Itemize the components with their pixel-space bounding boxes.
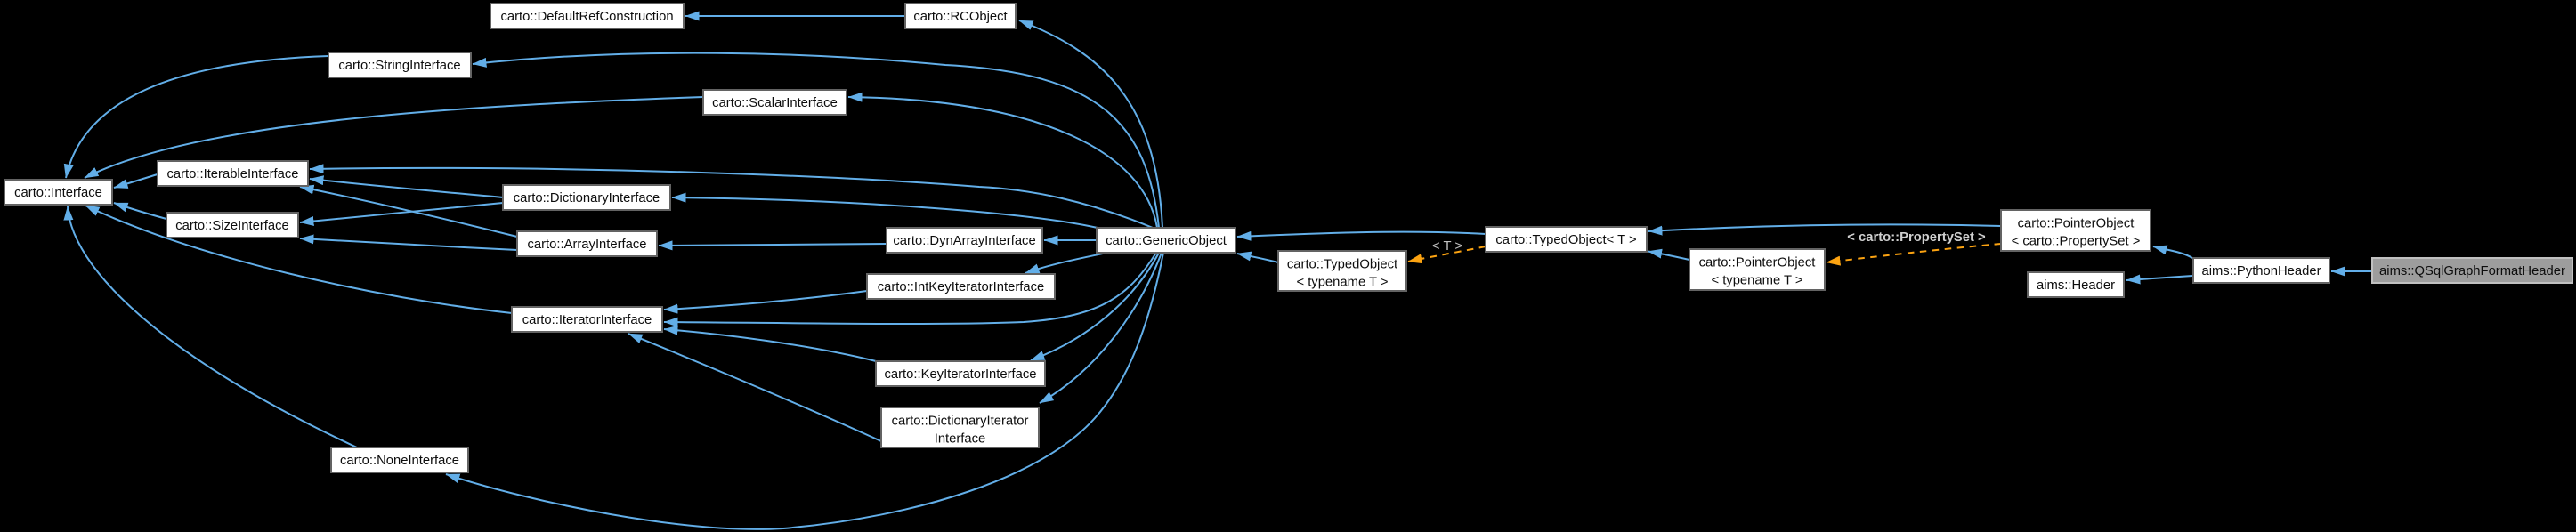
svg-text:carto::IterableInterface: carto::IterableInterface [166,167,298,181]
svg-text:carto::TypedObject: carto::TypedObject [1287,258,1397,272]
svg-text:< carto::PropertySet >: < carto::PropertySet > [2012,235,2141,249]
svg-text:carto::StringInterface: carto::StringInterface [338,59,460,73]
svg-text:carto::IntKeyIteratorInterface: carto::IntKeyIteratorInterface [878,280,1045,294]
svg-text:< typename T >: < typename T > [1711,274,1802,288]
svg-text:carto::Interface: carto::Interface [14,186,102,200]
svg-text:carto::ArrayInterface: carto::ArrayInterface [527,238,646,252]
svg-text:< typename T >: < typename T > [1296,276,1388,290]
svg-text:carto::KeyIteratorInterface: carto::KeyIteratorInterface [884,367,1036,382]
svg-text:carto::ScalarInterface: carto::ScalarInterface [712,96,838,110]
svg-text:aims::Header: aims::Header [2037,278,2115,293]
svg-text:carto::IteratorInterface: carto::IteratorInterface [522,313,652,327]
svg-text:carto::NoneInterface: carto::NoneInterface [340,454,459,468]
svg-text:< carto::PropertySet >: < carto::PropertySet > [1847,230,1986,245]
svg-text:carto::DictionaryInterface: carto::DictionaryInterface [514,191,660,206]
svg-text:carto::RCObject: carto::RCObject [913,10,1007,24]
svg-text:carto::DefaultRefConstruction: carto::DefaultRefConstruction [500,10,673,24]
svg-text:< T >: < T > [1432,239,1462,254]
svg-text:Interface: Interface [935,432,986,447]
svg-text:carto::TypedObject< T >: carto::TypedObject< T > [1495,233,1636,247]
svg-text:carto::PointerObject: carto::PointerObject [1699,256,1816,270]
svg-text:aims::QSqlGraphFormatHeader: aims::QSqlGraphFormatHeader [2379,264,2565,278]
svg-text:carto::GenericObject: carto::GenericObject [1106,234,1227,248]
svg-text:carto::PointerObject: carto::PointerObject [2018,217,2135,231]
svg-text:carto::SizeInterface: carto::SizeInterface [175,219,288,233]
svg-text:carto::DictionaryIterator: carto::DictionaryIterator [892,415,1029,429]
svg-text:carto::DynArrayInterface: carto::DynArrayInterface [893,234,1035,248]
svg-text:aims::PythonHeader: aims::PythonHeader [2201,264,2321,278]
